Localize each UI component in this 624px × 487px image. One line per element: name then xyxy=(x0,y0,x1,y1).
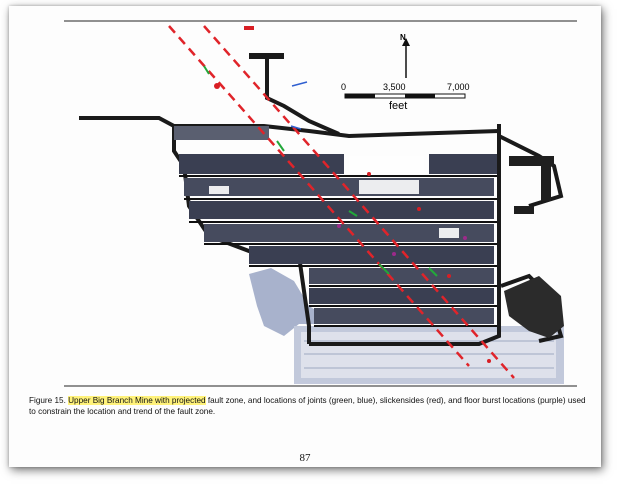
fault-zone xyxy=(168,25,515,379)
mine-map-graphic xyxy=(64,20,577,387)
page-number: 87 xyxy=(299,452,311,464)
north-label: N xyxy=(400,33,406,42)
slickensides-red xyxy=(214,26,491,363)
joints-blue xyxy=(290,81,308,130)
caption-highlight: Upper Big Branch Mine with projected xyxy=(68,396,206,405)
caption-prefix: Figure 15. xyxy=(29,396,69,405)
mine-map: N 0 3,500 7,000 feet xyxy=(9,6,601,391)
north-arrow xyxy=(402,38,410,78)
caption-rest: fault zone, and locations of joints (gre… xyxy=(29,396,586,416)
scale-tick-1: 3,500 xyxy=(383,82,406,92)
document-page: N 0 3,500 7,000 feet Figure 15. Upper Bi… xyxy=(9,6,601,467)
floor-burst-purple xyxy=(337,224,467,256)
scale-unit: feet xyxy=(389,100,408,112)
east-workings xyxy=(504,156,564,338)
scale-tick-2: 7,000 xyxy=(447,82,470,92)
scale-bar xyxy=(344,93,466,99)
mining-panels xyxy=(174,126,497,327)
joints-green xyxy=(203,65,438,277)
scale-tick-0: 0 xyxy=(341,82,347,92)
figure-caption: Figure 15. Upper Big Branch Mine with pr… xyxy=(29,396,589,417)
